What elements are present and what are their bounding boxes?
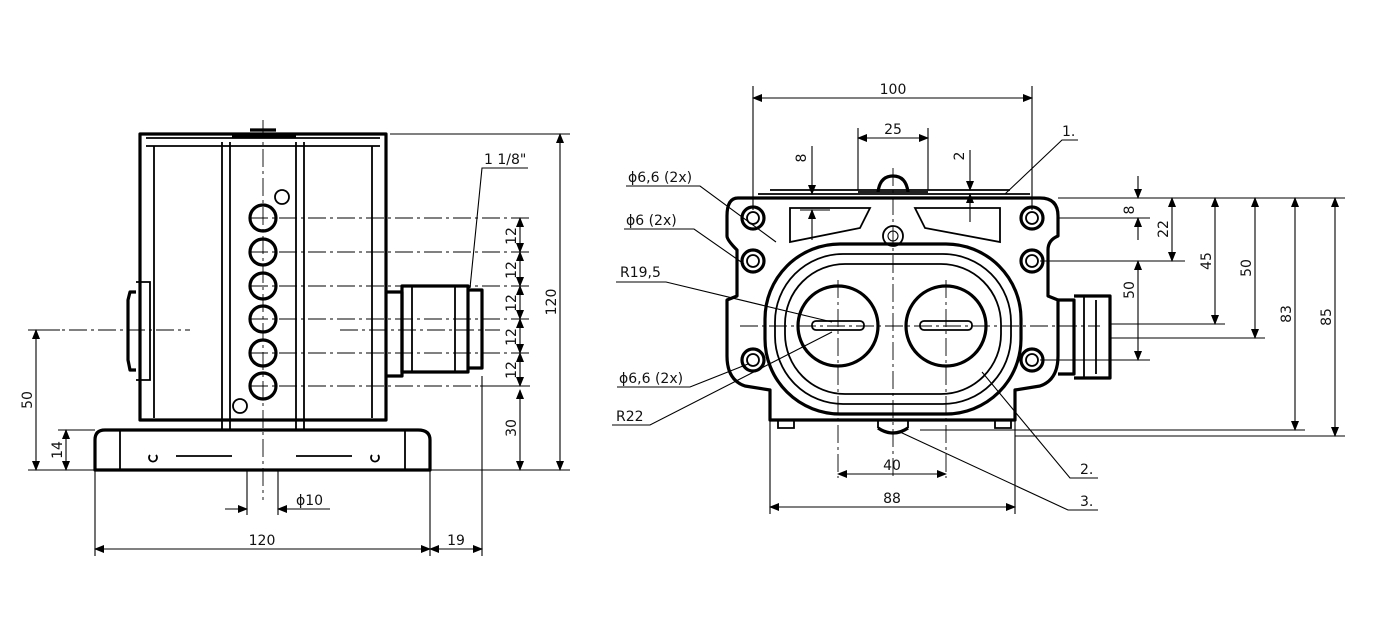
callout-3: 3. <box>1080 494 1093 510</box>
dim-pitch-4: 12 <box>504 328 520 346</box>
dim-width-top: 100 <box>880 82 907 98</box>
dim-pitch-2: 12 <box>504 261 520 279</box>
cable-gland <box>386 284 484 378</box>
dim-gland-projection: 19 <box>447 533 465 549</box>
dim-pitch-5: 12 <box>504 361 520 379</box>
dim-base-thickness: 14 <box>50 441 66 459</box>
dim-button-spacing: 40 <box>883 458 901 474</box>
dim-total-width: 120 <box>249 533 276 549</box>
front-cable-gland <box>1058 294 1112 380</box>
dim-right-83: 83 <box>1279 305 1295 323</box>
dim-pitch-1: 12 <box>504 227 520 245</box>
side-base-flange <box>93 428 432 472</box>
label-hole-6: ϕ6 (2x) <box>626 213 677 229</box>
callout-1: 1. <box>1062 124 1075 140</box>
dim-top-left-8: 8 <box>794 154 810 163</box>
front-view: 100 25 8 2 1. 8 22 45 50 83 85 50 40 88 … <box>612 82 1345 514</box>
dim-total-height: 120 <box>544 289 560 316</box>
dim-right-22: 22 <box>1156 220 1172 238</box>
label-radius-22: R22 <box>616 409 644 425</box>
label-hole-66-bottom: ϕ6,6 (2x) <box>619 371 683 387</box>
dim-body-width: 88 <box>883 491 901 507</box>
dim-hole-diameter: ϕ10 <box>296 493 323 509</box>
dim-top-right-2: 2 <box>952 152 968 161</box>
gland-thread-label: 1 1/8" <box>484 152 526 168</box>
callout-2: 2. <box>1080 462 1093 478</box>
dim-right-45: 45 <box>1199 252 1215 270</box>
side-left-panel <box>153 142 231 430</box>
mounting-holes <box>740 205 1045 373</box>
terminal-holes <box>232 189 290 414</box>
dim-axis-height: 50 <box>20 391 36 409</box>
side-view: 12 12 12 12 12 30 120 1 1/8" 50 14 ϕ10 1… <box>20 120 570 556</box>
dim-slot-width: 25 <box>884 122 902 138</box>
dim-inner-50: 50 <box>1122 281 1138 299</box>
label-hole-66-top: ϕ6,6 (2x) <box>628 170 692 186</box>
dim-right-85: 85 <box>1319 308 1335 326</box>
dim-right-50: 50 <box>1239 259 1255 277</box>
side-housing-outline <box>138 132 388 422</box>
side-left-boss <box>126 290 136 372</box>
dim-right-8: 8 <box>1122 206 1138 215</box>
label-radius-195: R19,5 <box>620 265 661 281</box>
dim-base-height: 30 <box>504 419 520 437</box>
dim-pitch-3: 12 <box>504 294 520 312</box>
